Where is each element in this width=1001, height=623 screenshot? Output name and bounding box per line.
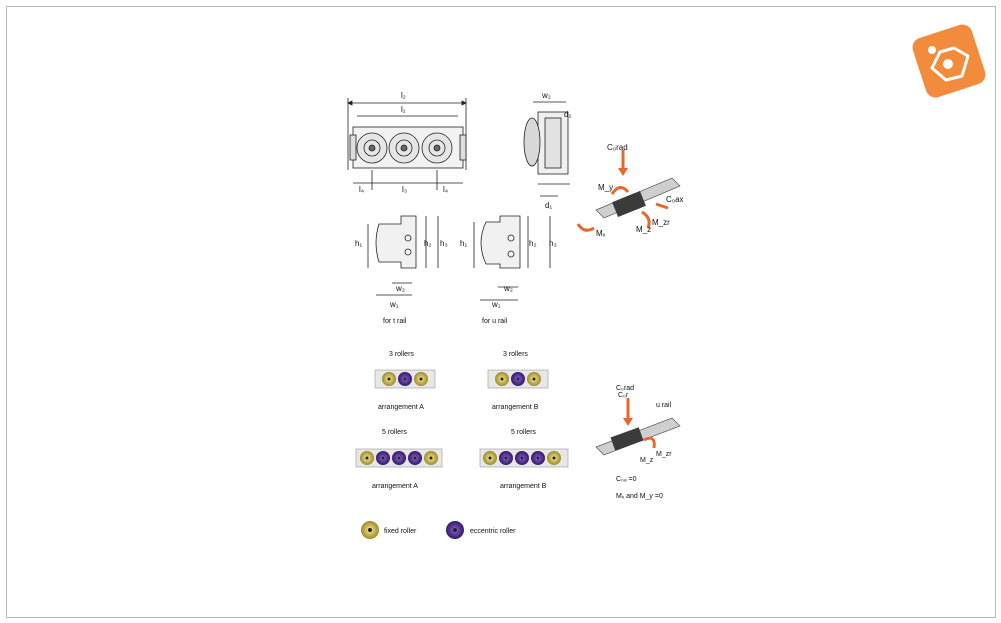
arrangement-3b [487,369,549,389]
dim-w1-u: w₁ [491,300,501,309]
label-mzl: M_z [640,457,654,464]
label-5-rollers-a: 5 rollers [382,429,407,436]
label-mzr-2: M_zr [656,451,672,458]
label-5-rollers-b: 5 rollers [511,429,536,436]
dim-w1-t: w₁ [389,300,399,309]
carriage-top-view [347,98,467,190]
label-c0rad: C₀rad [607,143,628,152]
label-u-rail: u rail [656,402,672,409]
label-mx-my-zero: Mₓ and M_y =0 [616,493,663,500]
label-arrangement-b-5: arrangement B [500,483,547,490]
dim-d1: d₁ [545,201,552,210]
carriage-side-view [523,101,570,197]
label-c0r: C₀r [618,392,629,399]
label-my: M_y [598,183,613,192]
label-arrangement-a-5: arrangement A [372,483,418,490]
dim-w2-top: w₂ [541,91,551,100]
caption-u-rail: for u rail [482,318,508,325]
dim-l1: l₁ [401,105,406,114]
arrangement-3a [374,369,436,389]
dim-w2-t: w₂ [395,284,405,293]
dim-h2-t: h₂ [424,239,432,248]
dim-h3-t: h₃ [440,239,448,248]
u-rail-section [473,215,551,301]
brand-logo-icon [910,22,990,104]
force-diagram-u-rail [595,398,681,456]
label-arrangement-b-3: arrangement B [492,404,539,411]
label-3-rollers-a: 3 rollers [389,351,414,358]
legend-fixed-roller: fixed roller [384,528,417,535]
arrangement-5b [479,448,569,468]
dim-l3: l₃ [402,185,407,194]
label-mzr: M_zr [652,218,670,227]
label-c0ax: C₀ax [666,195,684,204]
label-mx: Mₓ [596,229,606,238]
dim-h1-u: h₁ [460,239,467,248]
viewer-frame [6,6,996,618]
label-c0a-zero: C₀ₐ =0 [616,476,637,483]
legend-eccentric-roller: eccentric roller [470,528,516,535]
label-arrangement-a-3: arrangement A [378,404,424,411]
arrangement-5a [355,448,443,468]
dim-l2: l₂ [401,91,406,100]
dim-w2-u: w₂ [503,284,513,293]
label-mz: M_z [636,225,651,234]
dim-h3-u: h₃ [549,239,557,248]
caption-t-rail: for t rail [383,318,407,325]
force-diagram-t-rail [576,150,681,232]
dim-h1-t: h₁ [355,239,362,248]
legend [361,521,464,539]
t-rail-section [367,215,439,296]
dim-l4-left: l₄ [359,185,364,194]
dim-d2: d₂ [564,110,572,119]
dim-l4-right: l₄ [443,185,448,194]
label-c0ra: C₀rad [616,385,634,392]
label-3-rollers-b: 3 rollers [503,351,528,358]
dim-h2-u: h₂ [529,239,537,248]
